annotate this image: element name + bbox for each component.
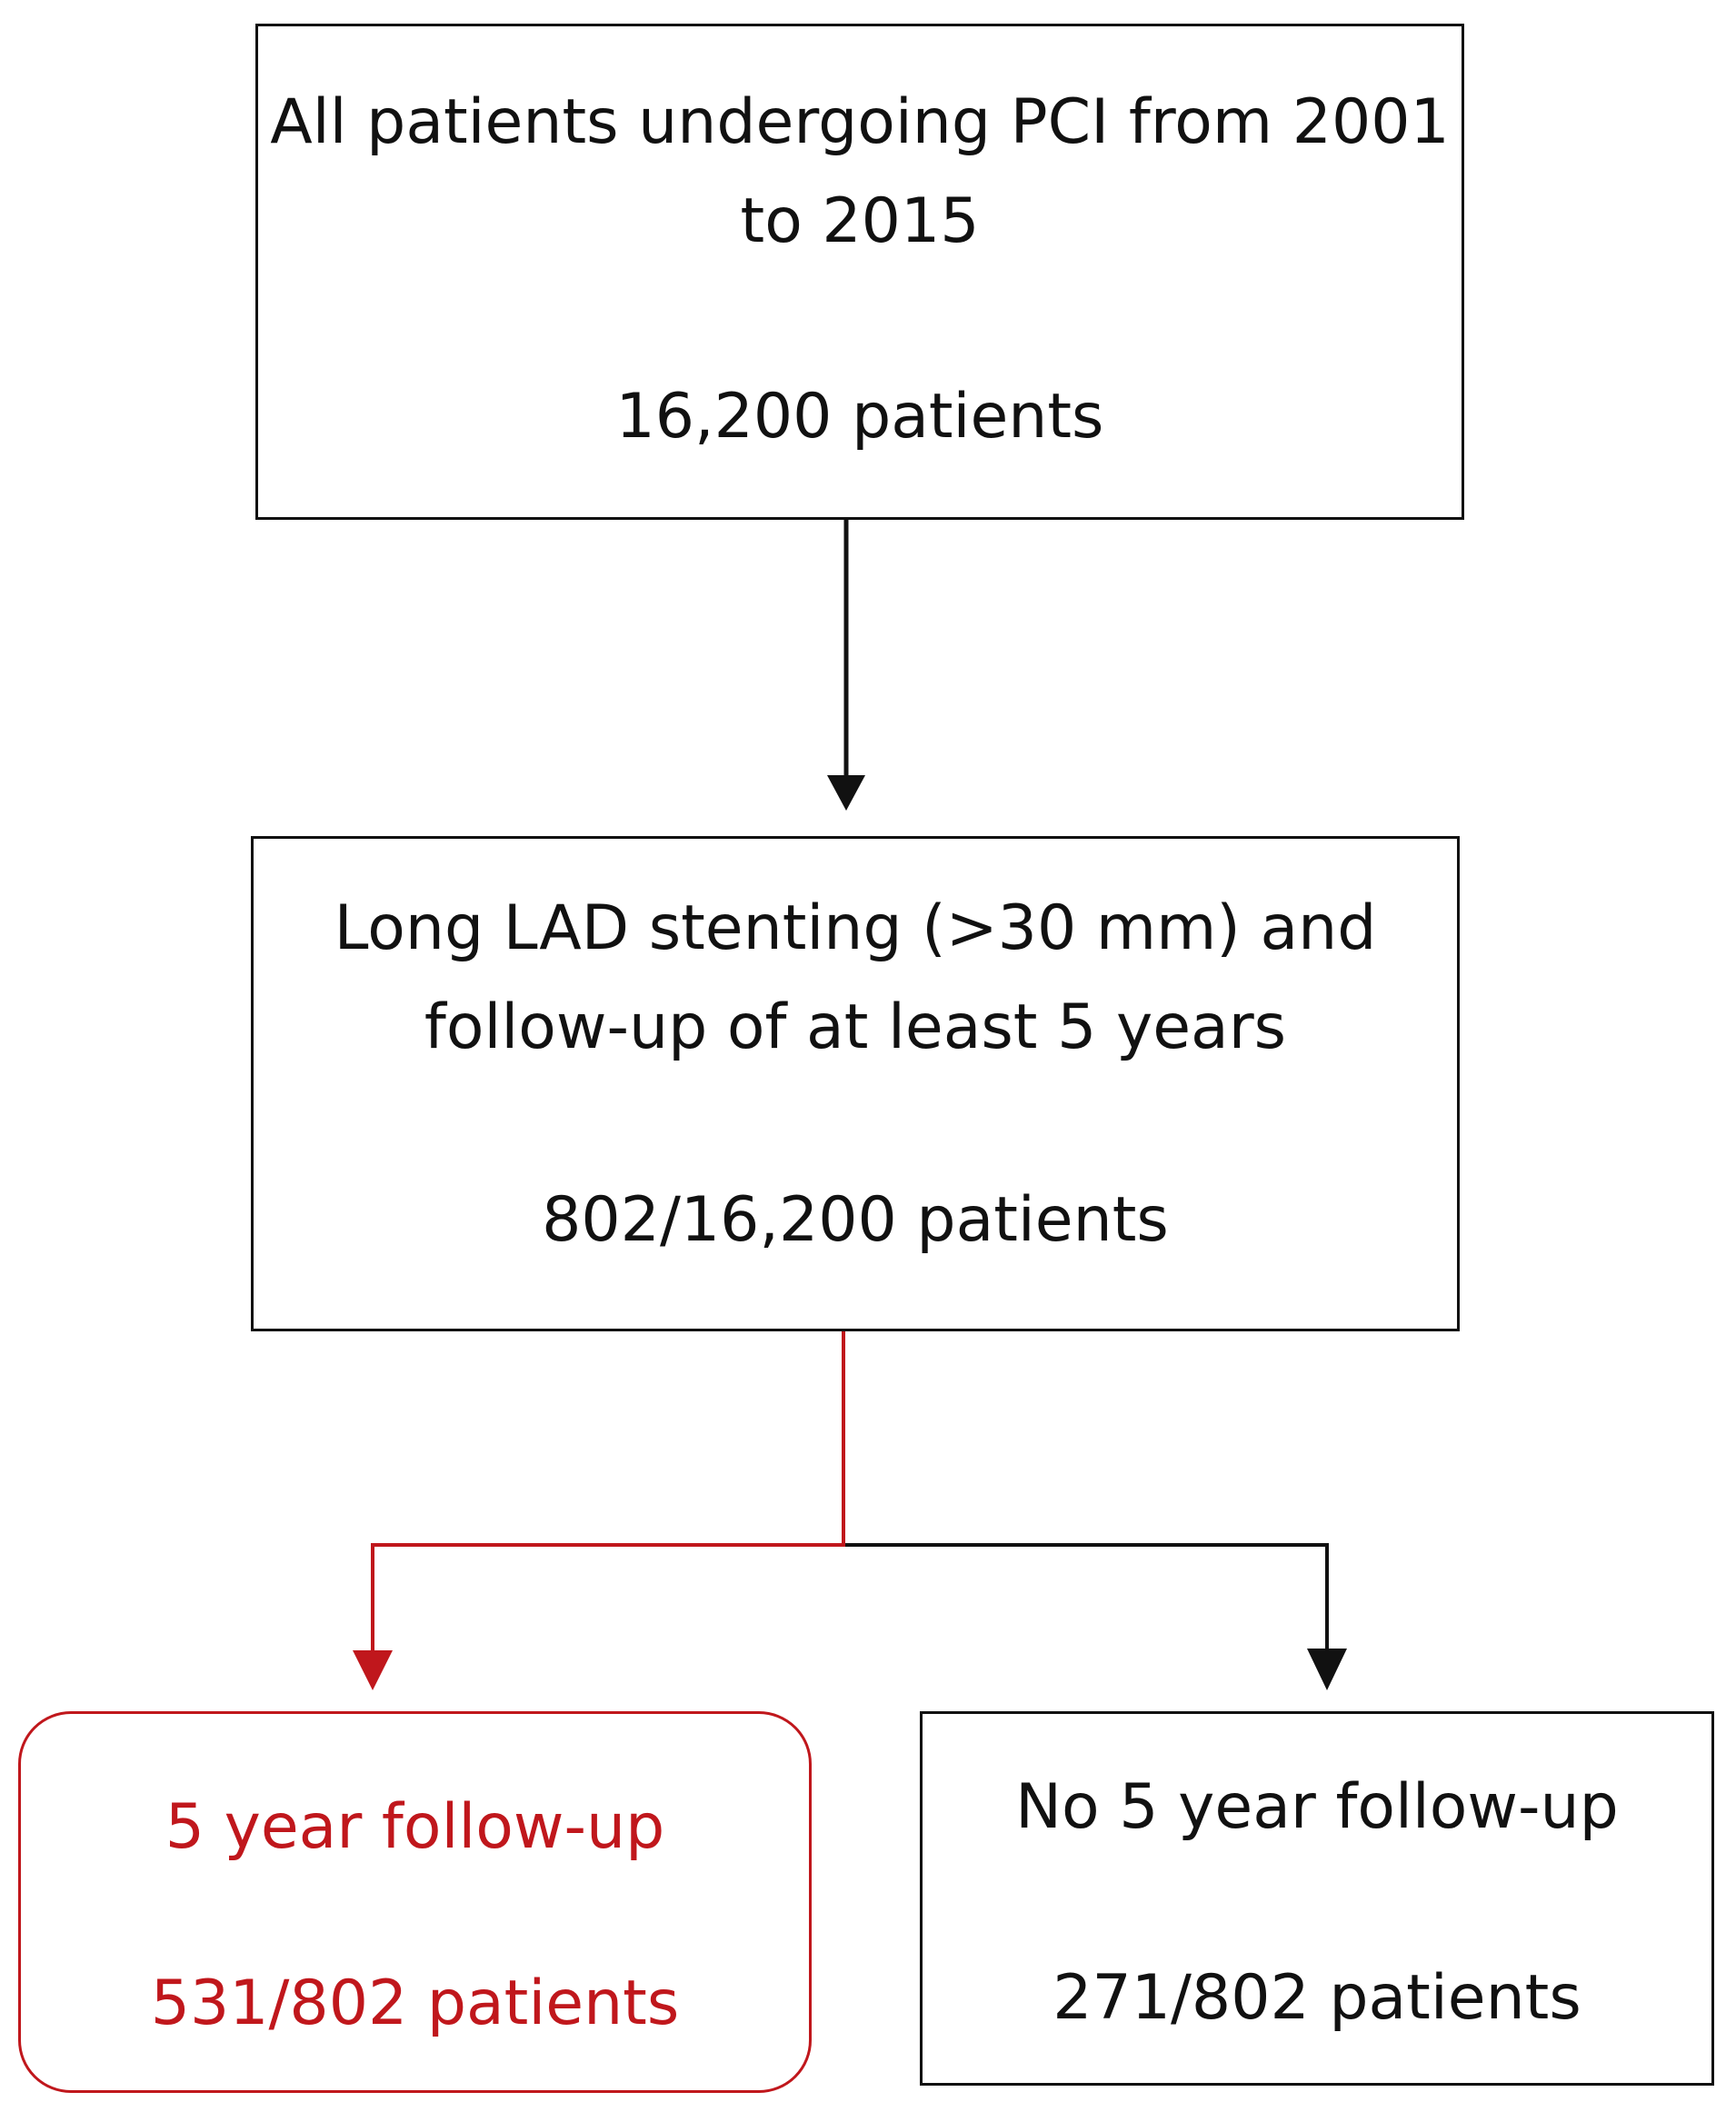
node-no-five-year-follow-up-label: No 5 year follow-up (1015, 1771, 1619, 1843)
arrow-mid-to-right-head (1307, 1649, 1347, 1690)
node-all-patients-label: All patients undergoing PCI from 2001 to… (270, 86, 1450, 257)
node-no-five-year-follow-up: No 5 year follow-up 271/802 patients (920, 1711, 1714, 2086)
arrow-top-to-mid-head (827, 775, 865, 811)
node-five-year-follow-up-count: 531/802 patients (150, 1968, 680, 2039)
node-five-year-follow-up-label: 5 year follow-up (165, 1791, 665, 1863)
node-long-lad-stenting-count: 802/16,200 patients (542, 1184, 1169, 1256)
node-long-lad-stenting-label: Long LAD stenting (>30 mm) and follow-up… (334, 892, 1377, 1063)
node-five-year-follow-up: 5 year follow-up 531/802 patients (18, 1711, 812, 2093)
node-all-patients-count: 16,200 patients (615, 381, 1104, 453)
node-long-lad-stenting: Long LAD stenting (>30 mm) and follow-up… (251, 836, 1460, 1331)
node-all-patients: All patients undergoing PCI from 2001 to… (255, 24, 1464, 520)
arrow-mid-to-left-head (353, 1650, 393, 1690)
node-no-five-year-follow-up-count: 271/802 patients (1053, 1962, 1581, 2034)
